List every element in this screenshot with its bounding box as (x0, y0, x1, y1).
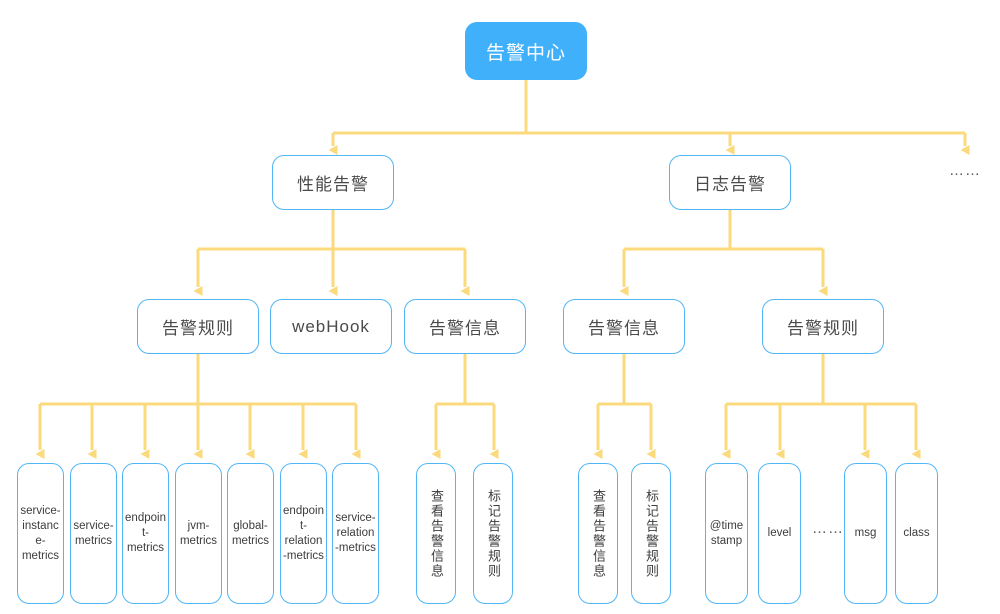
leaf-msg-field[interactable]: msg (844, 463, 887, 604)
leaf-level-field[interactable]: level (758, 463, 801, 604)
leaf-jvm-metrics[interactable]: jvm-metrics (175, 463, 222, 604)
node-webhook[interactable]: webHook (270, 299, 392, 354)
leaf-view-alarm-message-performance[interactable]: 查看告警信息 (416, 463, 456, 604)
leaf-global-metrics[interactable]: global-metrics (227, 463, 274, 604)
leaf-mark-alarm-rule-log[interactable]: 标记告警规则 (631, 463, 671, 604)
leaf-service-instance-metrics[interactable]: service-instance-metrics (17, 463, 64, 604)
level2-ellipsis: …… (949, 161, 981, 179)
node-alarm-message-log[interactable]: 告警信息 (563, 299, 685, 354)
node-log-alarm[interactable]: 日志告警 (669, 155, 791, 210)
leaf-endpoint-relation-metrics[interactable]: endpoint-relation-metrics (280, 463, 327, 604)
leaf-service-relation-metrics[interactable]: service-relation-metrics (332, 463, 379, 604)
node-alarm-rule-performance[interactable]: 告警规则 (137, 299, 259, 354)
leaf-fields-ellipsis: …… (812, 519, 844, 537)
node-root-alarm-center[interactable]: 告警中心 (465, 22, 587, 80)
node-performance-alarm[interactable]: 性能告警 (272, 155, 394, 210)
leaf-class-field[interactable]: class (895, 463, 938, 604)
leaf-service-metrics[interactable]: service-metrics (70, 463, 117, 604)
node-alarm-message-performance[interactable]: 告警信息 (404, 299, 526, 354)
leaf-timestamp-field[interactable]: @timestamp (705, 463, 748, 604)
leaf-endpoint-metrics[interactable]: endpoint-metrics (122, 463, 169, 604)
leaf-mark-alarm-rule-performance[interactable]: 标记告警规则 (473, 463, 513, 604)
leaf-view-alarm-message-log[interactable]: 查看告警信息 (578, 463, 618, 604)
node-alarm-rule-log[interactable]: 告警规则 (762, 299, 884, 354)
